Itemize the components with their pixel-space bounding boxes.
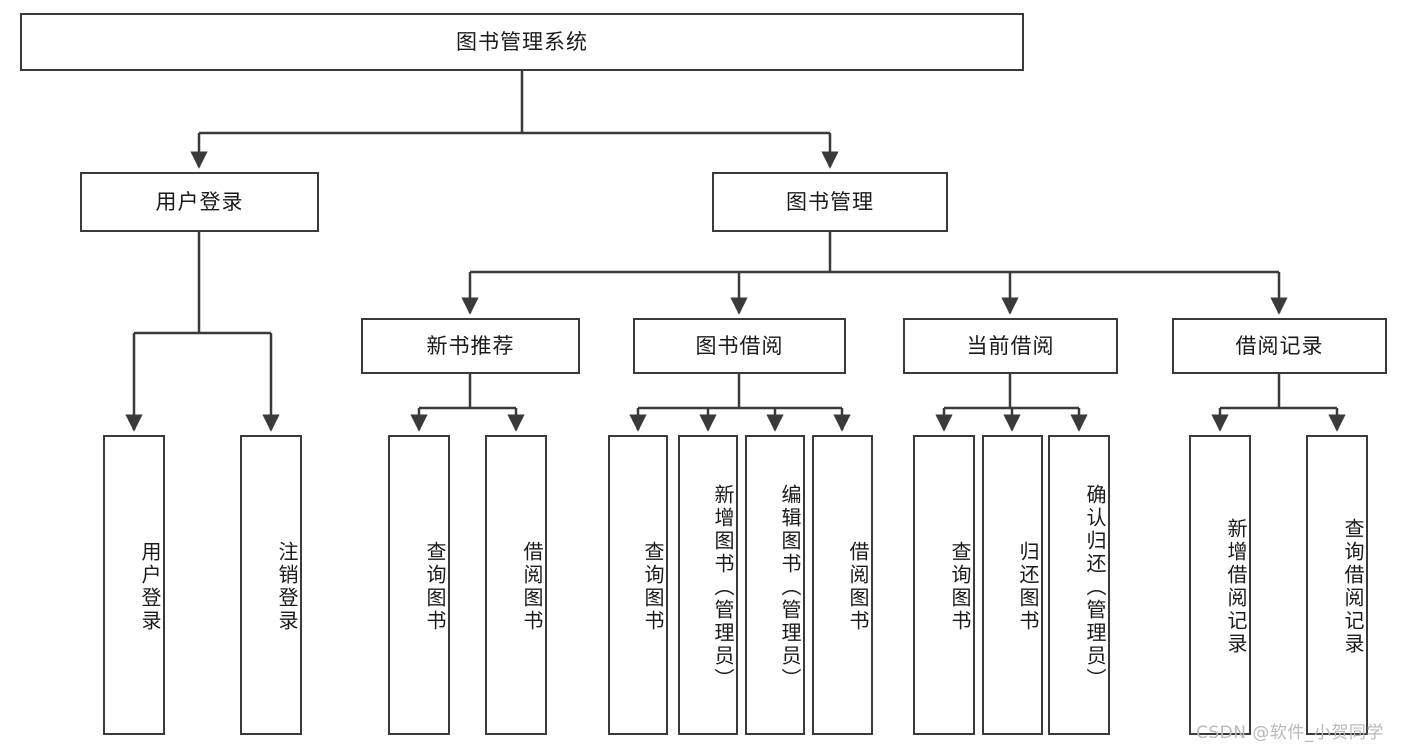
node-user-login[interactable]: 用户登录 [80, 172, 319, 232]
leaf-user-logout-label: 注销登录 [275, 541, 299, 633]
leaf-user-logout[interactable]: 注销登录 [240, 435, 302, 735]
leaf-query-borrow-record-label: 查询借阅记录 [1341, 518, 1365, 656]
leaf-recommend-query-book[interactable]: 查询图书 [388, 435, 450, 735]
node-root-system[interactable]: 图书管理系统 [20, 13, 1024, 71]
node-book-borrow-label: 图书借阅 [695, 333, 784, 358]
node-borrow-record-label: 借阅记录 [1235, 333, 1324, 358]
leaf-current-query-book[interactable]: 查询图书 [913, 435, 975, 735]
leaf-return-book[interactable]: 归还图书 [982, 435, 1043, 735]
watermark-credit: CSDN @软件_小贺同学 [1196, 723, 1384, 743]
leaf-current-query-book-label: 查询图书 [948, 541, 972, 633]
leaf-borrow-book-label: 借阅图书 [846, 541, 870, 633]
leaf-add-borrow-record[interactable]: 新增借阅记录 [1189, 435, 1251, 735]
leaf-add-book-admin[interactable]: 新增图书（管理员） [678, 435, 738, 735]
node-new-book-recommend[interactable]: 新书推荐 [361, 318, 580, 374]
leaf-add-borrow-record-label: 新增借阅记录 [1224, 518, 1248, 656]
node-current-borrow[interactable]: 当前借阅 [903, 318, 1118, 374]
leaf-user-login[interactable]: 用户登录 [103, 435, 165, 735]
leaf-user-login-label: 用户登录 [138, 541, 162, 633]
node-book-manage[interactable]: 图书管理 [712, 172, 948, 232]
leaf-borrow-query-book[interactable]: 查询图书 [608, 435, 668, 735]
leaf-recommend-borrow-book-label: 借阅图书 [520, 541, 544, 633]
node-root-label: 图书管理系统 [456, 29, 588, 54]
node-book-borrow[interactable]: 图书借阅 [633, 318, 846, 374]
leaf-borrow-book[interactable]: 借阅图书 [812, 435, 873, 735]
leaf-confirm-return-admin[interactable]: 确认归还（管理员） [1048, 435, 1110, 735]
node-borrow-record[interactable]: 借阅记录 [1172, 318, 1387, 374]
node-user-login-label: 用户登录 [155, 189, 244, 214]
leaf-return-book-label: 归还图书 [1016, 541, 1040, 633]
leaf-confirm-return-admin-label: 确认归还（管理员） [1083, 483, 1107, 691]
leaf-edit-book-admin[interactable]: 编辑图书（管理员） [745, 435, 805, 735]
leaf-recommend-query-book-label: 查询图书 [423, 541, 447, 633]
leaf-query-borrow-record[interactable]: 查询借阅记录 [1306, 435, 1368, 735]
leaf-recommend-borrow-book[interactable]: 借阅图书 [485, 435, 547, 735]
node-book-manage-label: 图书管理 [786, 189, 874, 214]
node-new-book-recommend-label: 新书推荐 [426, 333, 515, 358]
leaf-edit-book-admin-label: 编辑图书（管理员） [778, 483, 802, 691]
leaf-borrow-query-book-label: 查询图书 [641, 541, 665, 633]
node-current-borrow-label: 当前借阅 [966, 333, 1055, 358]
leaf-add-book-admin-label: 新增图书（管理员） [711, 483, 735, 691]
